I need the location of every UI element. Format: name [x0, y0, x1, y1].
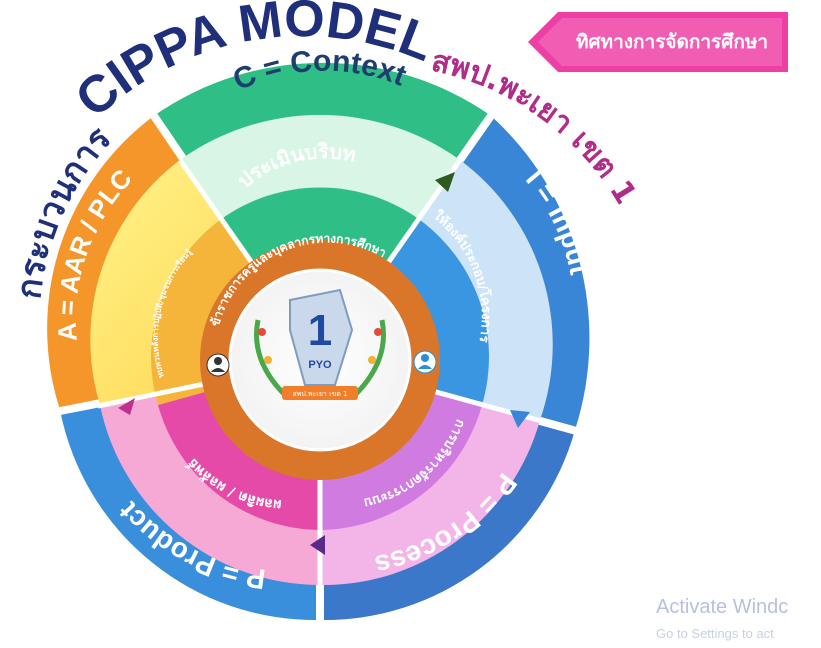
arrow-product-icon: [118, 398, 135, 415]
logo-text: PYO: [308, 359, 332, 371]
direction-tag-label: ทิศทางการจัดการศึกษา: [575, 31, 769, 53]
person-left-icon: [206, 353, 230, 377]
person-right-icon: [413, 350, 437, 374]
tag-shape: [528, 12, 788, 72]
activate-windows-title: Activate Windc: [656, 596, 789, 618]
pyo-logo: 1 PYO สพป.พะเยา เขต 1: [254, 288, 386, 400]
arrow-process-icon: [310, 535, 325, 555]
arrow-context-icon: [435, 172, 455, 192]
logo-ribbon: สพป.พะเยา เขต 1: [293, 390, 348, 398]
arrow-input-icon: [510, 410, 530, 428]
logo-number: 1: [308, 306, 332, 355]
activate-windows-subtitle[interactable]: Go to Settings to act: [656, 626, 774, 641]
direction-tag: ทิศทางการจัดการศึกษา: [528, 12, 788, 72]
